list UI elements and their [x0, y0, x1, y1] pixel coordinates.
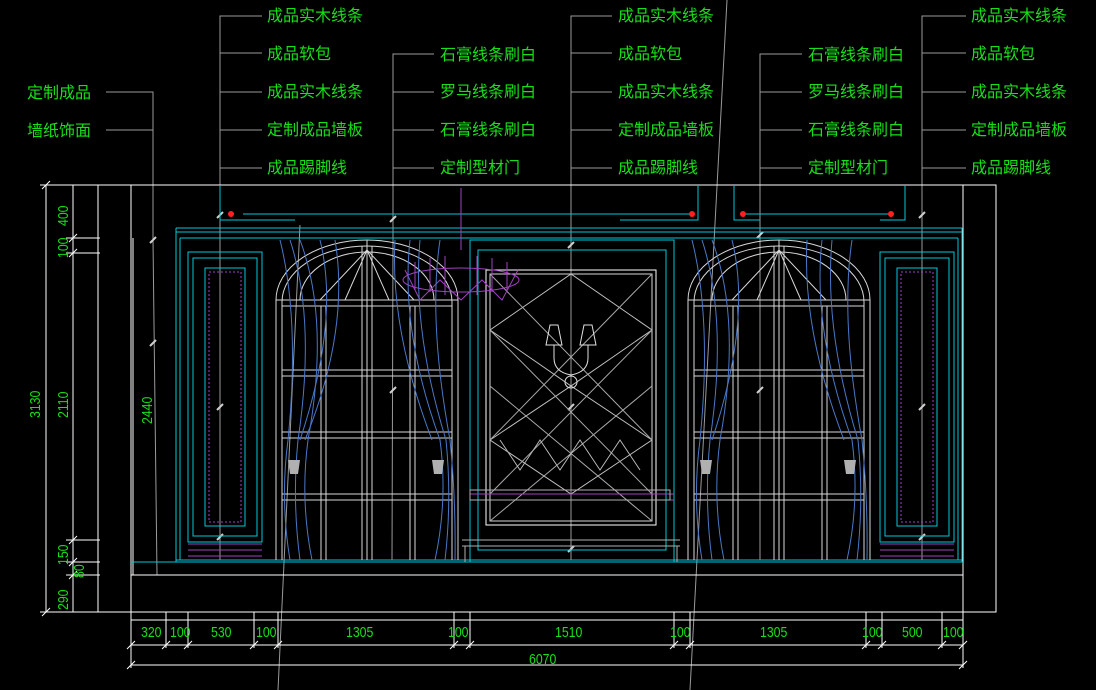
dim-total-width: 6070	[529, 651, 557, 668]
label-a-soft-upholstery: 成品软包	[267, 44, 332, 63]
dim-320: 320	[141, 624, 162, 641]
dim-500: 500	[902, 624, 923, 641]
dim-400: 400	[55, 205, 72, 226]
label-a-skirting: 成品踢脚线	[267, 158, 348, 177]
label-a-solid-wood-molding-2: 成品实木线条	[267, 82, 364, 101]
dim-1305-b: 1305	[760, 624, 788, 641]
center-panel	[469, 239, 675, 563]
left-side-panel	[187, 251, 263, 557]
label-b-roman-molding: 罗马线条刷白	[440, 82, 537, 101]
label-b-custom-door: 定制型材门	[440, 158, 521, 177]
ceiling-markers	[228, 211, 894, 217]
label-c-skirting: 成品踢脚线	[618, 158, 699, 177]
dim-100-f: 100	[943, 624, 964, 641]
left-window	[275, 239, 459, 560]
label-custom-product: 定制成品	[27, 83, 92, 102]
dim-80: 80	[71, 564, 88, 578]
label-d-roman-molding: 罗马线条刷白	[808, 82, 905, 101]
dim-1305-a: 1305	[346, 624, 374, 641]
label-b-plaster-molding: 石膏线条刷白	[440, 45, 537, 64]
leader-ticks	[149, 211, 926, 553]
label-wallpaper: 墙纸饰面	[27, 121, 92, 140]
label-a-custom-wall-panel: 定制成品墙板	[267, 120, 364, 139]
label-e-solid-wood-molding: 成品实木线条	[971, 6, 1068, 25]
dim-100-d: 100	[670, 624, 691, 641]
label-b-plaster-molding-2: 石膏线条刷白	[440, 120, 537, 139]
right-window	[687, 239, 871, 560]
dim-100: 100	[55, 237, 72, 258]
label-d-custom-door: 定制型材门	[808, 158, 889, 177]
chandelier	[402, 188, 520, 301]
label-e-skirting: 成品踢脚线	[971, 158, 1052, 177]
label-e-soft-upholstery: 成品软包	[971, 44, 1036, 63]
label-c-solid-wood-molding: 成品实木线条	[618, 6, 715, 25]
label-c-solid-wood-molding-2: 成品实木线条	[618, 82, 715, 101]
wall-sconce	[545, 324, 597, 389]
label-d-plaster-molding: 石膏线条刷白	[808, 45, 905, 64]
label-d-plaster-molding-2: 石膏线条刷白	[808, 120, 905, 139]
curtain-tiebacks	[288, 460, 856, 474]
dim-150: 150	[55, 544, 72, 565]
bench	[462, 489, 680, 562]
dim-2110: 2110	[55, 391, 72, 418]
ceiling-niches	[175, 185, 963, 562]
dim-530: 530	[211, 624, 232, 641]
label-e-custom-wall-panel: 定制成品墙板	[971, 120, 1068, 139]
label-a-solid-wood-molding: 成品实木线条	[267, 6, 364, 25]
vertical-dimension-line	[40, 180, 134, 617]
dim-100-c: 100	[448, 624, 469, 641]
label-c-soft-upholstery: 成品软包	[618, 44, 683, 63]
dim-1510: 1510	[555, 624, 583, 641]
dim-2440: 2440	[139, 396, 156, 424]
label-c-custom-wall-panel: 定制成品墙板	[618, 120, 715, 139]
label-e-solid-wood-molding-2: 成品实木线条	[971, 82, 1068, 101]
dim-100-b: 100	[256, 624, 277, 641]
horizontal-dimension-line	[126, 612, 968, 670]
dim-100-e: 100	[862, 624, 883, 641]
dim-total-height: 3130	[27, 390, 44, 418]
outer-frame	[97, 184, 997, 613]
leader-lines	[106, 0, 966, 690]
curtains	[279, 239, 868, 561]
dim-100-a: 100	[170, 624, 191, 641]
right-side-panel	[879, 251, 955, 557]
dim-290: 290	[55, 589, 72, 610]
